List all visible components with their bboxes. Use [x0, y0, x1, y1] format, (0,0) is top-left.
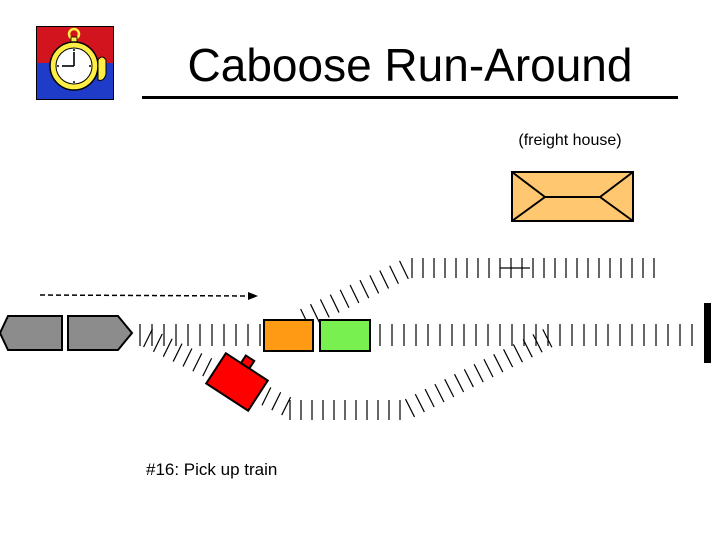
upper-spur-tie	[359, 279, 370, 299]
lower-siding-tie	[532, 334, 543, 353]
upper-spur-tie	[379, 270, 390, 289]
upper-spur-tie	[349, 284, 360, 304]
lower-siding-tie	[143, 328, 153, 348]
hand-icon	[97, 56, 107, 81]
upper-spur-tie	[309, 303, 320, 323]
lower-siding-tie	[261, 387, 272, 406]
upper-spur-tie	[319, 299, 330, 318]
slide-title: Caboose Run-Around	[187, 39, 633, 91]
lower-siding-tie	[434, 383, 445, 403]
lower-siding-tie	[172, 343, 183, 362]
upper-spur-tie	[329, 294, 340, 313]
lower-siding-tie	[424, 388, 435, 408]
stopwatch-logo	[36, 26, 114, 100]
title-underline	[142, 96, 678, 99]
lower-siding-tie	[493, 354, 504, 373]
lower-siding-tie	[522, 339, 533, 358]
logo-frame	[36, 26, 114, 100]
lower-siding-tie	[473, 363, 484, 383]
locomotive	[0, 315, 134, 351]
lower-siding-tie	[453, 373, 465, 393]
lower-siding-tie	[182, 348, 193, 367]
upper-spur-tie	[339, 289, 350, 309]
upper-spur-tie	[399, 260, 409, 280]
lower-siding-tie	[503, 349, 514, 368]
lower-siding-tie	[192, 353, 203, 372]
lower-siding-tie	[271, 391, 282, 411]
lower-siding-tie	[202, 357, 213, 377]
green-freight-car	[319, 319, 371, 352]
lower-siding-tie	[483, 359, 494, 378]
lower-siding-tie	[463, 368, 474, 388]
track-ties	[139, 258, 693, 420]
freight-house-icon	[511, 171, 634, 222]
movement-arrow	[39, 292, 258, 300]
lower-siding-tie	[404, 398, 416, 418]
track-end-bumper	[704, 303, 711, 363]
freight-house-label: (freight house)	[518, 132, 622, 149]
lower-siding-tie	[512, 344, 523, 363]
lower-siding-tie	[444, 378, 455, 398]
upper-spur-tie	[389, 265, 399, 284]
lower-siding-tie	[152, 333, 163, 353]
upper-spur-tie	[369, 275, 380, 294]
lower-siding-tie	[281, 396, 292, 416]
orange-freight-car	[263, 319, 314, 352]
step-label: #16: Pick up train	[146, 460, 278, 479]
lower-siding-tie	[542, 329, 553, 348]
lower-siding-tie	[414, 393, 425, 413]
caboose	[204, 351, 270, 413]
lower-siding-tie	[162, 338, 173, 357]
